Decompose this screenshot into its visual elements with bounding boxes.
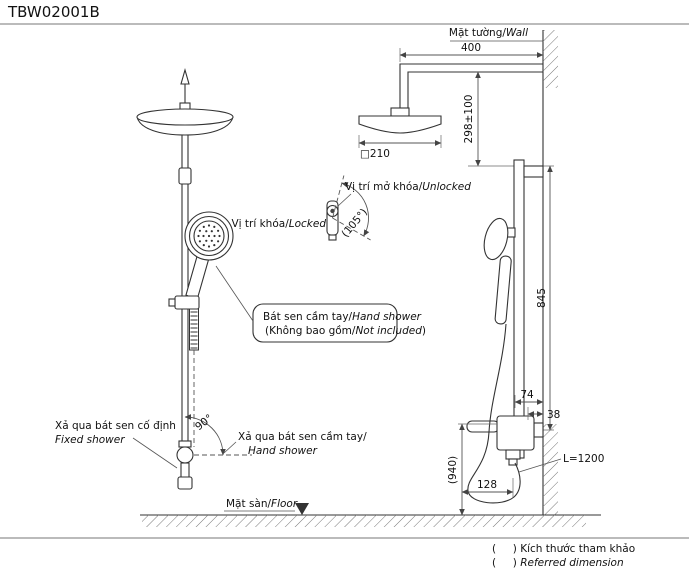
wall-hatch-top [543, 30, 558, 88]
shower-arm-pipe [390, 63, 543, 117]
page-title: TBW02001B [7, 3, 100, 21]
rain-shower-head-side [358, 115, 442, 134]
dim-74: 74 [514, 389, 544, 408]
svg-text:Mặt sàn/Floor: Mặt sàn/Floor [226, 498, 298, 510]
fixed-shower-leader-line [132, 437, 178, 469]
dim-38: 38 [527, 407, 560, 421]
valve-lever [466, 420, 500, 433]
diverter-knob [176, 446, 194, 464]
svg-text:Xả qua bát sen cầm tay/: Xả qua bát sen cầm tay/ [238, 431, 367, 443]
shower-column-side [513, 159, 525, 459]
svg-text:845: 845 [536, 288, 548, 308]
svg-text:(Không bao gồm/Not included): (Không bao gồm/Not included) [265, 325, 426, 337]
svg-text:Hand shower: Hand shower [248, 445, 318, 457]
svg-text:Xả qua bát sen cố định: Xả qua bát sen cố định [55, 420, 176, 432]
dim-128: 128 [461, 478, 514, 497]
hand-shower-flow-label: Xả qua bát sen cầm tay/ Hand shower [223, 431, 367, 457]
hand-shower-flow-leader-line [223, 441, 237, 454]
legend-line-en: ( ) Referred dimension [492, 557, 624, 569]
svg-text:400: 400 [461, 42, 481, 54]
front-view: 90° Xả qua bát sen cố định Fixed shower … [55, 67, 426, 490]
floor-hatch [142, 515, 586, 527]
dim-400: 400 [399, 42, 544, 62]
diverter-outlet [176, 440, 194, 490]
dim-210: □210 [358, 135, 442, 160]
dim-298: 298±100 [463, 71, 481, 167]
svg-text:128: 128 [477, 479, 497, 491]
legend-line-vi: ( ) Kích thước tham khảo [492, 543, 635, 555]
note-leader-line [215, 265, 254, 322]
column-top-finial [180, 67, 190, 104]
svg-text:Fixed shower: Fixed shower [55, 434, 125, 446]
spray-nozzle-dots [197, 224, 221, 248]
mixer-valve-side [466, 415, 544, 466]
lock-position-detail: (105°) Vị trí mở khóa/Unlocked Vị trí kh… [231, 175, 471, 241]
hand-shower-bracket [174, 295, 200, 310]
svg-text:□210: □210 [360, 148, 390, 160]
column-joint-collar [178, 167, 192, 185]
floor-level-triangle-icon [295, 503, 309, 515]
wall-hatch-bottom [543, 424, 558, 515]
svg-text:298±100: 298±100 [463, 95, 475, 144]
hose-length-label: L=1200 [518, 453, 604, 473]
svg-text:Bát sen cầm tay/Hand shower: Bát sen cầm tay/Hand shower [263, 311, 422, 323]
wall-bracket-top [523, 165, 544, 178]
svg-text:74: 74 [520, 389, 534, 401]
svg-text:(940): (940) [447, 456, 459, 484]
lock-angle-label: (105°) [339, 206, 370, 239]
floor-label: Mặt sàn/Floor [224, 498, 309, 515]
hand-shower-front [168, 211, 234, 310]
angle-90-label: 90° [193, 412, 215, 433]
dim-940: (940) [447, 423, 497, 516]
hand-shower-side [483, 217, 516, 325]
locked-position-line [332, 217, 371, 241]
legend: ( ) Kích thước tham khảo ( ) Referred di… [492, 543, 635, 569]
rain-shower-head-front [136, 102, 234, 136]
wall-label: Mặt tường/Wall [449, 27, 543, 42]
svg-text:38: 38 [547, 409, 560, 421]
locked-label: Vị trí khóa/Locked [231, 218, 326, 230]
shower-hose-side [467, 323, 521, 504]
unlocked-label: Vị trí mở khóa/Unlocked [337, 181, 471, 207]
side-view: Mặt tường/Wall 400 □210 298±100 [140, 27, 604, 527]
hand-shower-note-box: Bát sen cầm tay/Hand shower (Không bao g… [215, 265, 426, 343]
svg-text:L=1200: L=1200 [563, 453, 604, 465]
svg-text:Vị trí mở khóa/Unlocked: Vị trí mở khóa/Unlocked [345, 181, 471, 193]
fixed-shower-label: Xả qua bát sen cố định Fixed shower [55, 420, 178, 469]
svg-text:Mặt tường/Wall: Mặt tường/Wall [449, 27, 528, 39]
lock-angle-arc [341, 181, 370, 237]
